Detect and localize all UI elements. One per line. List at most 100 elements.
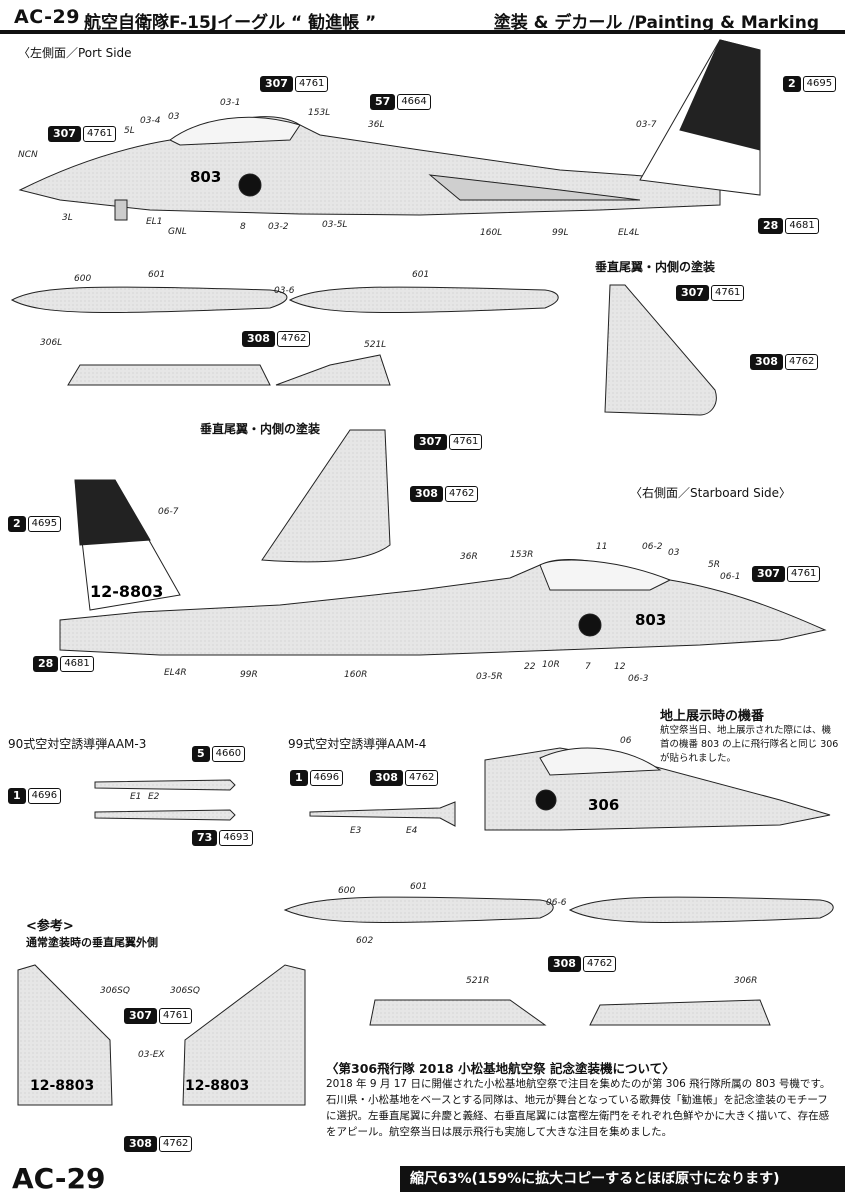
callout: 03	[168, 112, 180, 122]
fin-inner-label-right: 垂直尾翼・内側の塗装	[595, 260, 716, 274]
callout: 600	[338, 886, 356, 896]
aam4-label: 99式空対空誘導弾AAM-4	[288, 737, 427, 751]
callout: 306L	[40, 338, 63, 348]
ground-display-title: 地上展示時の機番	[660, 709, 765, 724]
fin-inner-label-left: 垂直尾翼・内側の塗装	[200, 422, 321, 436]
sheet-subtitle: 塗装 & デカール /Painting & Marking	[493, 13, 819, 33]
callout: 602	[356, 936, 374, 946]
ref-fin-left	[17, 964, 113, 1106]
callout: 601	[412, 270, 430, 280]
callout: EL4R	[164, 668, 187, 678]
callout: 03-5L	[322, 220, 348, 230]
aam3-label: 90式空対空誘導弾AAM-3	[8, 737, 147, 751]
fin-inner-middle	[261, 429, 391, 563]
starboard-side-label: 〈右側面／Starboard Side〉	[630, 486, 792, 500]
callout: 03	[668, 548, 680, 558]
callout: 521R	[466, 976, 490, 986]
callout: 36R	[460, 552, 478, 562]
ground-tank-2	[568, 896, 834, 923]
port-side-label: 〈左側面／Port Side	[18, 46, 132, 60]
callout: 600	[74, 274, 92, 284]
fin-inner-right	[604, 284, 717, 416]
callout: 03-4	[140, 116, 161, 126]
ref-left-tail: 12-8803	[30, 1078, 94, 1094]
callout: 22	[524, 662, 536, 672]
callout: 306SQ	[170, 986, 200, 996]
callout: 06-2	[642, 542, 663, 552]
port-pylon-1	[67, 364, 271, 386]
callout: 36L	[368, 120, 385, 130]
callout: 160R	[344, 670, 368, 680]
port-modex: 803	[190, 168, 221, 186]
callout: E3	[350, 826, 362, 836]
callout: 03-6	[274, 286, 295, 296]
callout: 11	[596, 542, 608, 552]
callout: E1	[130, 792, 142, 802]
ground-modex: 306	[588, 796, 619, 814]
sheet-code: AC-29	[14, 6, 80, 28]
reference-heading: <参考>	[26, 919, 74, 934]
callout: GNL	[168, 227, 187, 237]
port-tail-number: 12-8803	[660, 147, 733, 166]
callout: 3L	[62, 213, 73, 223]
starboard-tail-number: 12-8803	[90, 582, 163, 601]
callout: 06-1	[720, 572, 741, 582]
callout: 06-6	[546, 898, 567, 908]
port-tank-2	[288, 286, 559, 314]
callout: 06	[620, 736, 632, 746]
callout: NCN	[18, 150, 38, 160]
callout: E2	[148, 792, 160, 802]
callout: 5L	[124, 126, 135, 136]
callout: 5R	[708, 560, 720, 570]
starboard-side-aircraft	[59, 479, 827, 656]
ground-pylon-1	[369, 999, 547, 1026]
callout: 160L	[480, 228, 503, 238]
footer-code: AC-29	[12, 1162, 106, 1195]
callout: EL1	[146, 217, 163, 227]
callout: 06-3	[628, 674, 649, 684]
callout: 99R	[240, 670, 258, 680]
callout: 521L	[364, 340, 387, 350]
callout: 12	[614, 662, 626, 672]
sheet-title: 航空自衛隊F-15Jイーグル “ 勧進帳 ”	[84, 13, 377, 33]
ref-fin-right	[182, 964, 306, 1106]
callout: 7	[585, 662, 591, 672]
port-pylon-2	[275, 354, 391, 386]
aam3-missiles	[94, 779, 236, 821]
port-side-aircraft	[18, 39, 761, 221]
callout: 601	[410, 882, 428, 892]
callout: 10R	[542, 660, 560, 670]
callout: 601	[148, 270, 166, 280]
callout: 06-7	[158, 507, 179, 517]
callout: 03-5R	[476, 672, 503, 682]
callout: 03-7	[636, 120, 657, 130]
footer-scale-note: 縮尺63%(159%に拡大コピーするとほぼ原寸になります)	[400, 1166, 845, 1192]
ground-display-body: 航空祭当日、地上展示された際には、機首の機番 803 の上に飛行隊名と同じ 30…	[660, 725, 839, 764]
callout: 306SQ	[100, 986, 130, 996]
aam4-missile	[309, 801, 456, 827]
ground-display-nose	[484, 747, 831, 831]
callout: 03-2	[268, 222, 289, 232]
callout: 03-EX	[138, 1050, 165, 1060]
callout: 03-1	[220, 98, 241, 108]
callout: 99L	[552, 228, 569, 238]
callout: 306R	[734, 976, 758, 986]
callout: 8	[240, 222, 246, 232]
ref-right-tail: 12-8803	[185, 1078, 249, 1094]
callout: 153R	[510, 550, 534, 560]
